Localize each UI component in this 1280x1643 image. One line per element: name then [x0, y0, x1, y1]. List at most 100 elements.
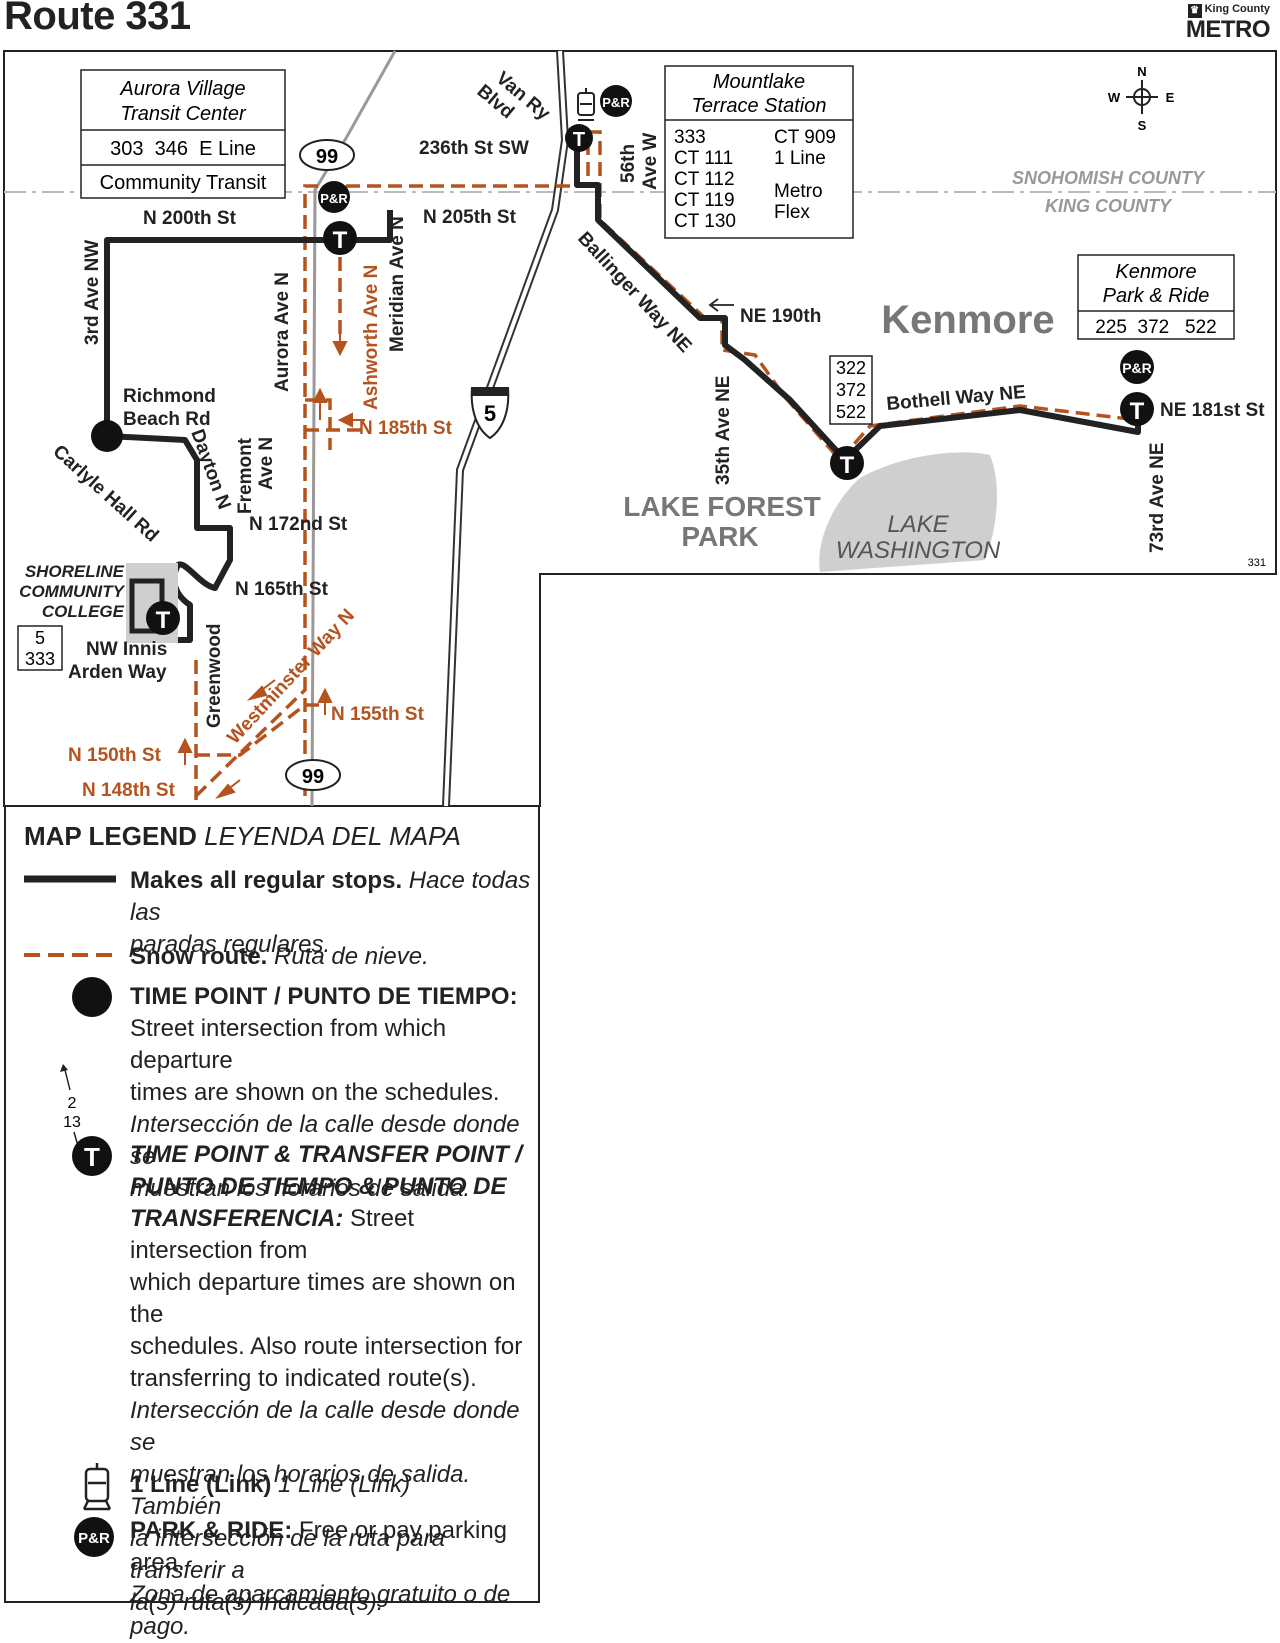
label-236: 236th St SW — [419, 138, 529, 159]
label-shoreline-2: COMMUNITY — [19, 582, 125, 601]
label-n165: N 165th St — [235, 579, 329, 600]
map-legend: MAP LEGEND LEYENDA DEL MAPA Makes all re… — [4, 807, 540, 1640]
lake-label-2: WASHINGTON — [836, 537, 1001, 564]
label-richmond-2: Beach Rd — [123, 409, 211, 430]
legend-regular-line — [24, 875, 116, 883]
compass-icon: N S E W — [1108, 64, 1175, 133]
transfer-point-shoreline: T — [146, 601, 180, 635]
transfer-point-n200: T — [323, 221, 357, 255]
ne190-arrow-icon — [708, 298, 734, 312]
label-n148: N 148th St — [82, 780, 176, 801]
label-westminster: Westminster Way N — [223, 605, 359, 748]
svg-text:Mountlake: Mountlake — [713, 71, 805, 93]
bothell-route-box: 322 372 522 — [829, 355, 873, 425]
label-richmond-1: Richmond — [123, 386, 216, 407]
page-title: Route 331 — [4, 0, 191, 38]
svg-text:99: 99 — [316, 146, 338, 168]
legend-link: 1 Line (Link) 1 Line (Link) — [130, 1471, 411, 1498]
legend-title: MAP LEGEND LEYENDA DEL MAPA — [24, 821, 461, 851]
kenmore-label: Kenmore — [881, 298, 1054, 342]
king-label: KING COUNTY — [1045, 196, 1173, 216]
label-aurora: Aurora Ave N — [272, 272, 293, 392]
svg-text:P&R: P&R — [1122, 360, 1152, 376]
label-73rd: 73rd Ave NE — [1147, 442, 1168, 553]
label-n200: N 200th St — [143, 208, 237, 229]
svg-text:99: 99 — [302, 766, 324, 788]
label-shoreline-1: SHORELINE — [25, 562, 125, 581]
svg-text:1 Line: 1 Line — [774, 148, 826, 169]
timepoint-icon — [72, 977, 112, 1017]
label-3rd: 3rd Ave NW — [82, 240, 103, 345]
svg-text:N: N — [1137, 64, 1146, 79]
light-rail-icon — [577, 88, 595, 121]
transfer-point-icon: T — [72, 1136, 112, 1176]
svg-text:T: T — [156, 607, 171, 634]
svg-text:225 372 522: 225 372 522 — [1095, 317, 1217, 338]
park-and-ride-mountlake: P&R — [600, 85, 632, 117]
legend-timepoint: TIME POINT / PUNTO DE TIEMPO: Street int… — [130, 983, 520, 1202]
logo-small-text: King County — [1204, 3, 1270, 15]
lake-label-1: LAKE — [887, 511, 949, 538]
svg-text:2: 2 — [68, 1095, 77, 1112]
transfer-point-lfp: T — [830, 446, 864, 480]
lake-washington — [819, 452, 997, 572]
svg-text:W: W — [1108, 90, 1121, 105]
sr99-shield-top: 99 — [299, 139, 355, 171]
svg-text:5: 5 — [484, 401, 496, 426]
map-frame — [3, 50, 1277, 807]
legend-snow: Snow route. Ruta de nieve. — [130, 943, 429, 970]
svg-text:Kenmore: Kenmore — [1115, 261, 1196, 283]
i5-shield: 5 — [470, 387, 510, 440]
svg-text:CT 112: CT 112 — [674, 169, 735, 190]
park-and-ride-icon: P&R — [74, 1517, 114, 1557]
label-carlyle: Carlyle Hall Rd — [49, 441, 163, 546]
label-greenwood: Greenwood — [204, 623, 225, 728]
svg-text:T: T — [84, 1142, 100, 1172]
svg-text:333: 333 — [674, 127, 706, 148]
svg-text:P&R: P&R — [602, 95, 630, 110]
logo-big-text: METRO — [1185, 16, 1271, 43]
aurora-village-box: Aurora Village Transit Center 303 346 E … — [80, 69, 286, 199]
svg-text:5: 5 — [35, 628, 45, 648]
label-ne190: NE 190th — [740, 306, 821, 327]
svg-text:Community Transit: Community Transit — [100, 172, 267, 194]
arrow-sample-icon: 2 13 — [60, 1064, 81, 1147]
route-map: T T T T T P&R P&R P&R 99 99 — [3, 50, 1277, 807]
svg-text:Terrace Station: Terrace Station — [692, 95, 827, 117]
sr99-shield-bottom: 99 — [285, 759, 341, 791]
transfer-point-mountlake: T — [565, 124, 593, 152]
svg-text:T: T — [1130, 398, 1145, 425]
crown-icon: ♛ — [1187, 4, 1202, 18]
svg-text:P&R: P&R — [320, 191, 348, 206]
legend-pr: PARK & RIDE: Free or pay parking area. Z… — [130, 1517, 511, 1640]
svg-text:CT 111: CT 111 — [674, 148, 733, 169]
label-n205: N 205th St — [423, 207, 517, 228]
lfp-label-2: PARK — [681, 521, 758, 552]
svg-text:333: 333 — [25, 649, 55, 669]
shoreline-route-box: 5 333 — [17, 625, 63, 671]
svg-text:S: S — [1138, 118, 1147, 133]
label-n150: N 150th St — [68, 745, 162, 766]
legend-snow-line — [24, 953, 116, 957]
svg-text:T: T — [333, 227, 348, 254]
label-n185: N 185th St — [359, 418, 453, 439]
svg-text:T: T — [573, 129, 585, 151]
label-n155: N 155th St — [331, 704, 425, 725]
label-dayton: Dayton N — [186, 427, 234, 513]
svg-text:Flex: Flex — [774, 202, 810, 223]
lfp-label-1: LAKE FOREST — [623, 491, 821, 522]
svg-text:E: E — [1166, 90, 1175, 105]
svg-text:CT 119: CT 119 — [674, 190, 735, 211]
mountlake-terrace-box: Mountlake Terrace Station 333 CT 111 CT … — [664, 65, 854, 239]
svg-text:372: 372 — [836, 380, 866, 400]
svg-text:303 346 E Line: 303 346 E Line — [110, 138, 256, 160]
svg-text:CT 909: CT 909 — [774, 127, 836, 148]
label-innis-1: NW Innis — [86, 639, 167, 660]
svg-text:CT 130: CT 130 — [674, 211, 736, 232]
svg-text:322: 322 — [836, 358, 866, 378]
park-and-ride-kenmore: P&R — [1120, 350, 1154, 384]
light-rail-icon-legend — [82, 1463, 112, 1511]
label-innis-2: Arden Way — [68, 662, 167, 683]
label-ashworth: Ashworth Ave N — [361, 265, 382, 410]
